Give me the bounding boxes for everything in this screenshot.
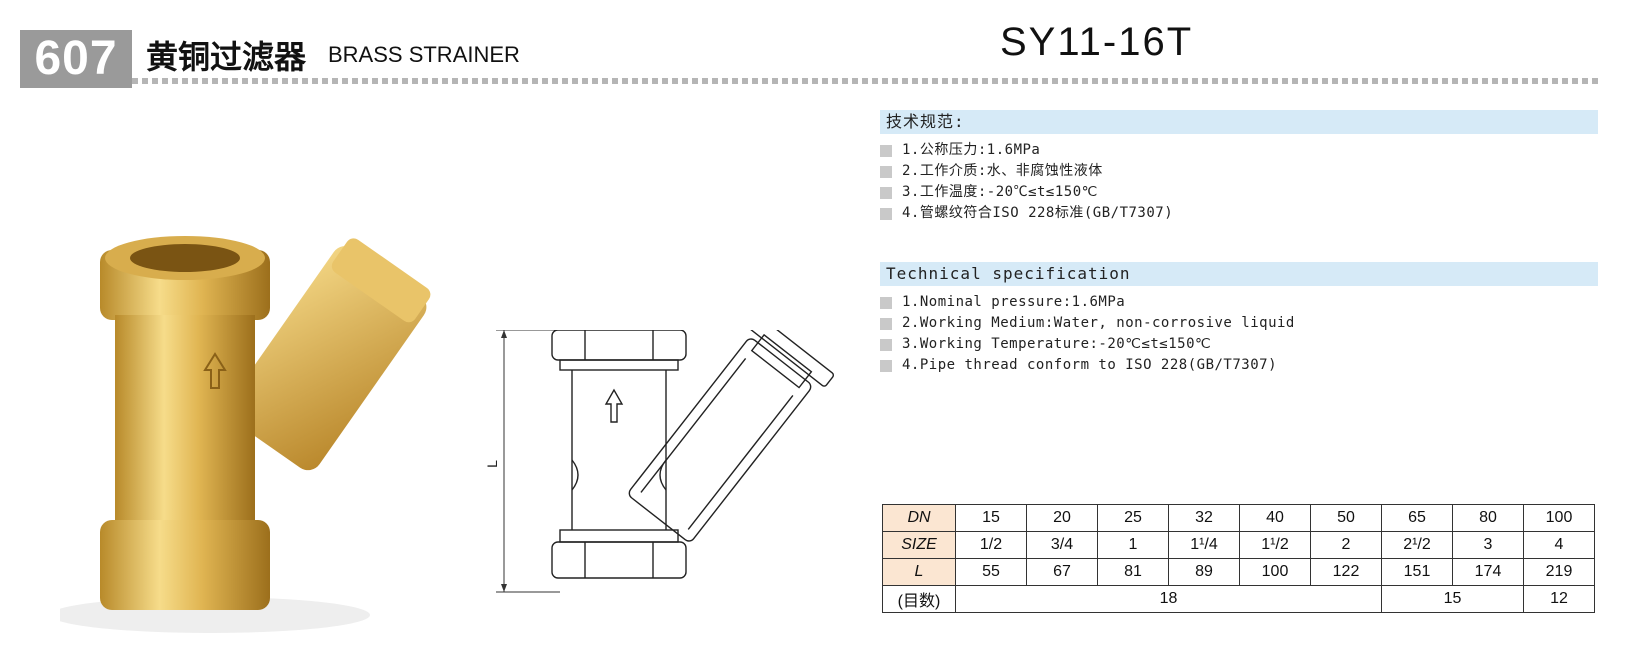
- table-cell: 25: [1097, 504, 1169, 532]
- table-cell: 32: [1168, 504, 1240, 532]
- spec-text: 3.Working Temperature:-20℃≤t≤150℃: [902, 336, 1212, 352]
- brass-strainer-photo: [60, 236, 431, 633]
- table-cell: 50: [1310, 504, 1382, 532]
- list-item: 2.Working Medium:Water, non-corrosive li…: [880, 313, 1295, 334]
- spec-text: 4.管螺纹符合ISO 228标准(GB/T7307): [902, 205, 1174, 221]
- dimension-table: DN 15 20 25 32 40 50 65 80 100 SIZE 1/2 …: [882, 504, 1595, 613]
- list-item: 2.工作介质:水、非腐蚀性液体: [880, 161, 1173, 182]
- spec-text: 1.Nominal pressure:1.6MPa: [902, 294, 1126, 310]
- table-cell: 20: [1026, 504, 1098, 532]
- table-cell: 2¹/2: [1381, 531, 1453, 559]
- bullet-square-icon: [880, 296, 892, 309]
- table-cell: 55: [955, 558, 1027, 586]
- list-item: 3.Working Temperature:-20℃≤t≤150℃: [880, 334, 1295, 355]
- row-header-l: L: [882, 558, 956, 586]
- table-cell: 40: [1239, 504, 1311, 532]
- table-cell: 80: [1452, 504, 1524, 532]
- table-row-dn: DN 15 20 25 32 40 50 65 80 100: [882, 504, 1595, 532]
- table-row-l: L 55 67 81 89 100 122 151 174 219: [882, 558, 1595, 586]
- table-cell: 81: [1097, 558, 1169, 586]
- product-code: 607: [20, 30, 132, 88]
- table-cell: 89: [1168, 558, 1240, 586]
- title-english: BRASS STRAINER: [328, 42, 520, 67]
- spec-text: 3.工作温度:-20℃≤t≤150℃: [902, 184, 1098, 200]
- spec-text: 2.工作介质:水、非腐蚀性液体: [902, 163, 1103, 179]
- row-header-size: SIZE: [882, 531, 956, 559]
- table-cell: 18: [955, 585, 1382, 613]
- table-cell: 3: [1452, 531, 1524, 559]
- bullet-square-icon: [880, 359, 892, 372]
- header-divider: [132, 78, 1598, 84]
- table-cell: 122: [1310, 558, 1382, 586]
- list-item: 4.管螺纹符合ISO 228标准(GB/T7307): [880, 203, 1173, 224]
- table-row-size: SIZE 1/2 3/4 1 1¹/4 1¹/2 2 2¹/2 3 4: [882, 531, 1595, 559]
- table-cell: 1: [1097, 531, 1169, 559]
- table-cell: 4: [1523, 531, 1595, 559]
- bullet-square-icon: [880, 338, 892, 351]
- table-cell: 1¹/2: [1239, 531, 1311, 559]
- bullet-square-icon: [880, 186, 892, 199]
- table-cell: 3/4: [1026, 531, 1098, 559]
- list-item: 1.Nominal pressure:1.6MPa: [880, 292, 1295, 313]
- spec-text: 2.Working Medium:Water, non-corrosive li…: [902, 315, 1295, 331]
- model-number: SY11-16T: [1000, 20, 1194, 64]
- spec-text: 1.公称压力:1.6MPa: [902, 142, 1041, 158]
- spec-list-english: 1.Nominal pressure:1.6MPa 2.Working Medi…: [880, 292, 1295, 376]
- bullet-square-icon: [880, 317, 892, 330]
- spec-heading-english: Technical specification: [880, 262, 1598, 286]
- table-cell: 100: [1523, 504, 1595, 532]
- table-cell: 151: [1381, 558, 1453, 586]
- list-item: 4.Pipe thread conform to ISO 228(GB/T730…: [880, 355, 1295, 376]
- table-cell: 1¹/4: [1168, 531, 1240, 559]
- table-cell: 67: [1026, 558, 1098, 586]
- table-cell: 15: [1381, 585, 1524, 613]
- table-cell: 174: [1452, 558, 1524, 586]
- row-header-mesh: (目数): [882, 585, 956, 613]
- dimension-label: L: [483, 460, 500, 468]
- table-cell: 65: [1381, 504, 1453, 532]
- spec-text: 4.Pipe thread conform to ISO 228(GB/T730…: [902, 357, 1278, 373]
- table-cell: 12: [1523, 585, 1595, 613]
- table-row-mesh: (目数) 18 15 12: [882, 585, 1595, 613]
- table-cell: 15: [955, 504, 1027, 532]
- section-drawing: [496, 330, 835, 593]
- row-header-dn: DN: [882, 504, 956, 532]
- list-item: 3.工作温度:-20℃≤t≤150℃: [880, 182, 1173, 203]
- table-cell: 100: [1239, 558, 1311, 586]
- bullet-square-icon: [880, 165, 892, 178]
- table-cell: 219: [1523, 558, 1595, 586]
- bullet-square-icon: [880, 144, 892, 157]
- list-item: 1.公称压力:1.6MPa: [880, 140, 1173, 161]
- bullet-square-icon: [880, 207, 892, 220]
- title-chinese: 黄铜过滤器: [146, 38, 307, 76]
- spec-heading-chinese: 技术规范:: [880, 110, 1598, 134]
- table-cell: 1/2: [955, 531, 1027, 559]
- spec-list-chinese: 1.公称压力:1.6MPa 2.工作介质:水、非腐蚀性液体 3.工作温度:-20…: [880, 140, 1173, 224]
- table-cell: 2: [1310, 531, 1382, 559]
